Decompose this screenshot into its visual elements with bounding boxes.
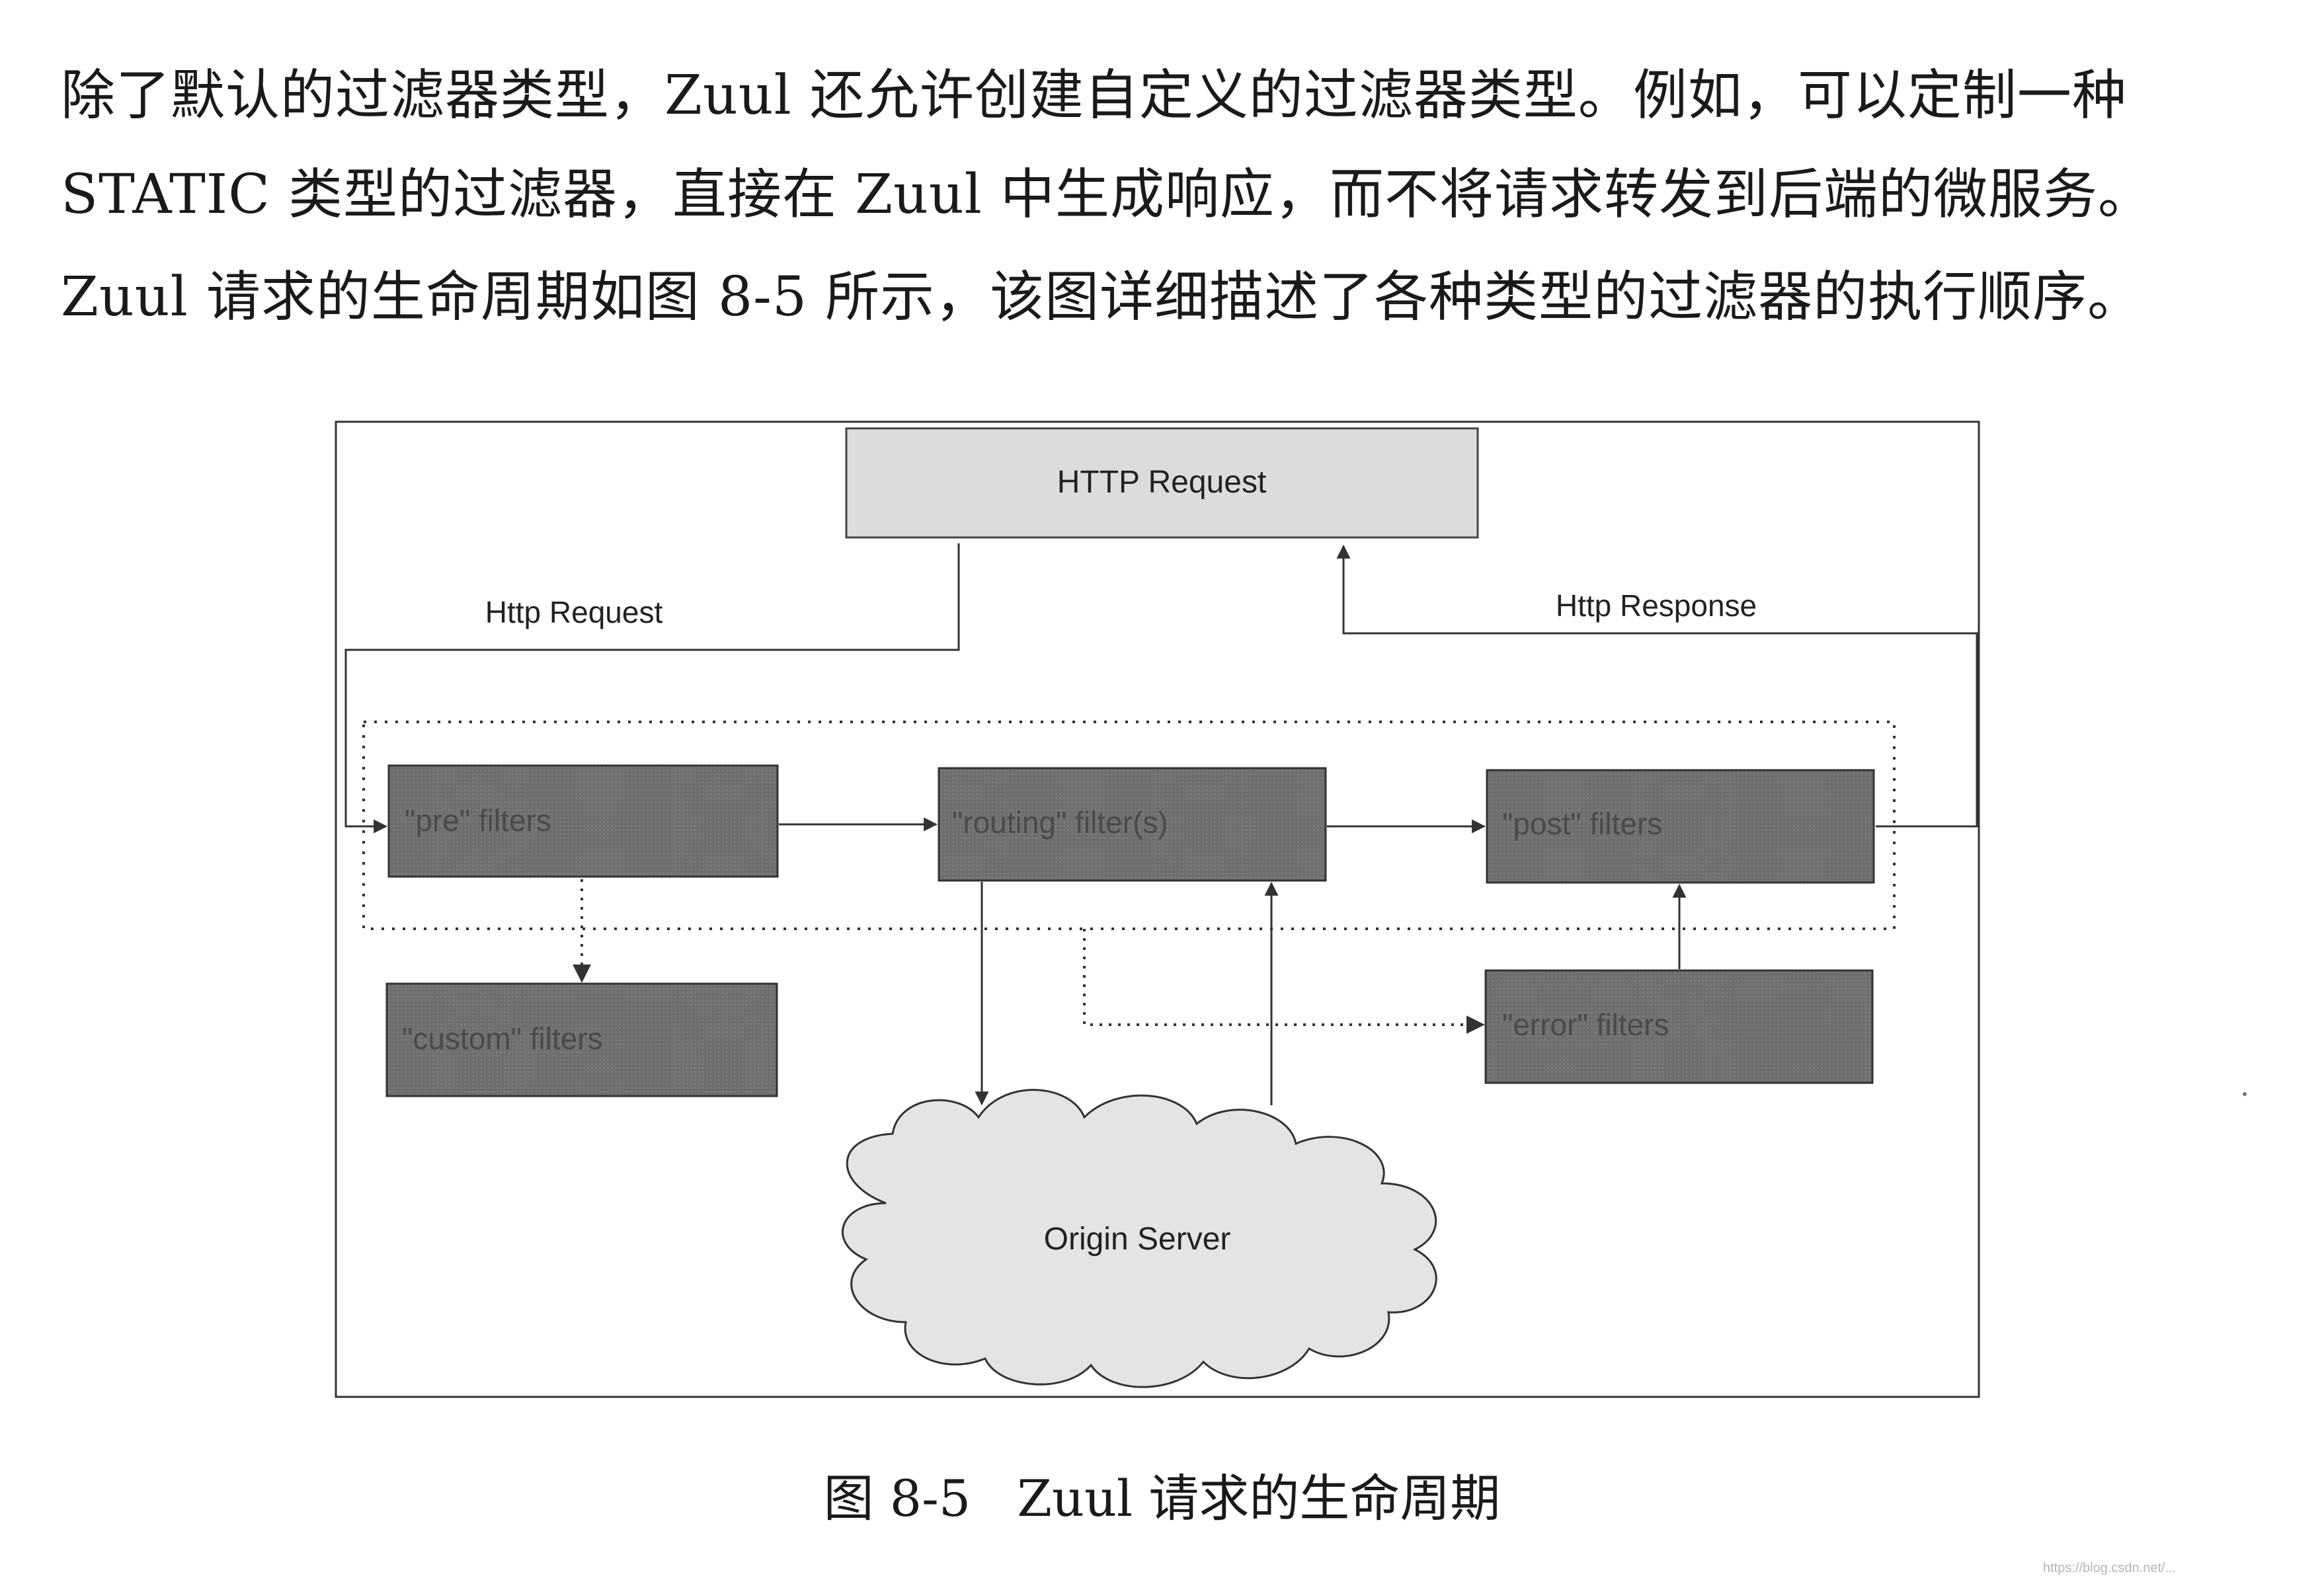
error-filters-box (1484, 969, 1874, 1084)
watermark: https://blog.csdn.net/... (2043, 1561, 2176, 1575)
routing-filters-box (938, 767, 1327, 882)
pre-filters-box (387, 764, 779, 878)
post-filters-label: "post" filters (1502, 807, 1662, 841)
origin-server-cloud: Origin Server (841, 1089, 1437, 1388)
http-response-label: Http Response (1556, 588, 1757, 623)
http-request-label: Http Request (485, 595, 663, 629)
http-response-connector (1336, 544, 1978, 828)
origin-server-label: Origin Server (1044, 1222, 1231, 1257)
post-filters-box (1486, 769, 1875, 884)
http-request-box-label: HTTP Request (1057, 465, 1267, 500)
figure-number: 图 8-5 (823, 1469, 971, 1528)
paragraph-intro-line-2: STATIC 类型的过滤器，直接在 Zuul 中生成响应，而不将请求转发到后端的… (61, 163, 2153, 226)
paragraph-lifecycle-line-1: Zuul 请求的生命周期如图 8-5 所示，该图详细描述了各种类型的过滤器的执行… (61, 266, 2143, 329)
figure-title: Zuul 请求的生命周期 (1017, 1469, 1501, 1528)
error-filters-label: "error" filters (1502, 1007, 1669, 1042)
http-request-box (845, 427, 1479, 539)
custom-filters-box (385, 982, 778, 1097)
diagram-frame (335, 420, 1980, 1398)
figure-caption: 图 8-5 Zuul 请求的生命周期 (0, 1458, 2324, 1530)
routing-filters-label: "routing" filter(s) (952, 805, 1168, 840)
paragraph-intro-line-1: 除了默认的过滤器类型，Zuul 还允许创建自定义的过滤器类型。例如，可以定制一种 (61, 64, 2127, 127)
pre-filters-label: "pre" filters (405, 803, 551, 838)
paragraph-intro: 除了默认的过滤器类型，Zuul 还允许创建自定义的过滤器类型。例如，可以定制一种… (61, 46, 2153, 245)
http-request-connector (344, 543, 960, 834)
scan-speck (2243, 1092, 2247, 1096)
custom-filters-label: "custom" filters (402, 1021, 603, 1056)
paragraph-lifecycle: Zuul 请求的生命周期如图 8-5 所示，该图详细描述了各种类型的过滤器的执行… (61, 248, 2142, 347)
arrow-pipeline-to-error (1083, 929, 1485, 1034)
